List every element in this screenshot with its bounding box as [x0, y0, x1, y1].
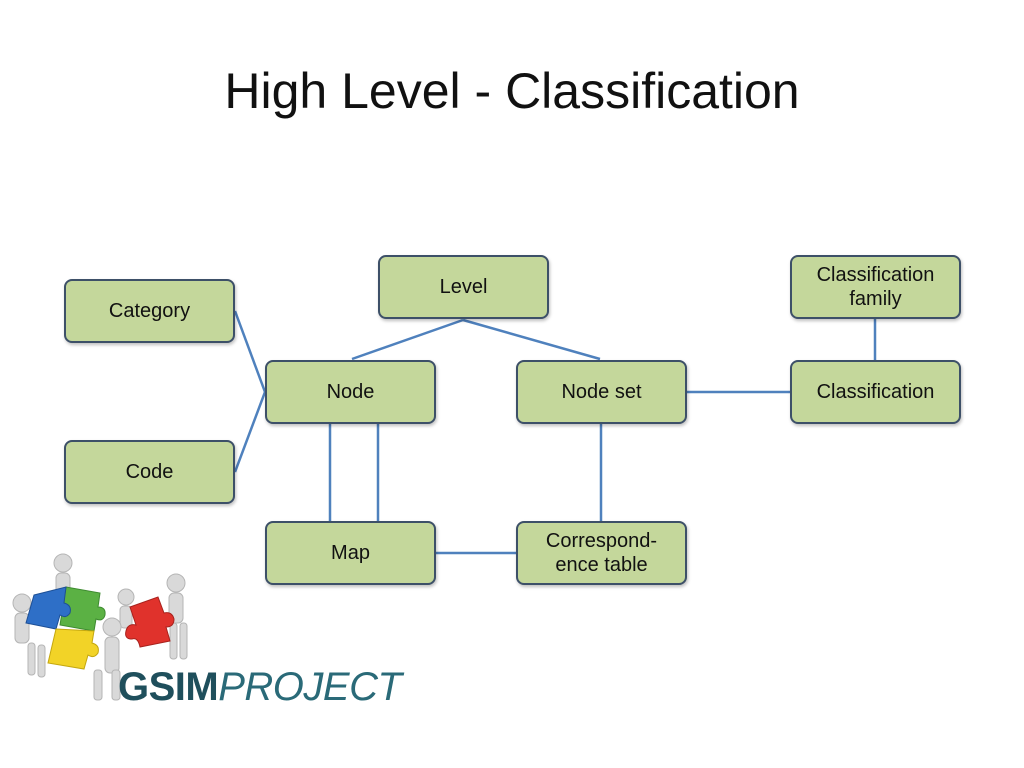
edge-code-node: [233, 391, 267, 473]
node-category: Category: [64, 279, 235, 343]
slide-title: High Level - Classification: [224, 63, 800, 119]
node-code: Code: [64, 440, 235, 504]
gsim-project-logo: GSIMPROJECT: [8, 545, 408, 720]
node-node-set: Node set: [516, 360, 687, 424]
logo-wordmark: GSIMPROJECT: [118, 665, 402, 710]
edge-level-node: [351, 318, 464, 361]
node-level: Level: [378, 255, 549, 319]
logo-project-text: PROJECT: [218, 665, 402, 709]
node-map: Map: [265, 521, 436, 585]
puzzle-people-icon: [12, 553, 188, 701]
logo-gsim-text: GSIM: [118, 665, 219, 709]
node-classification: Classification: [790, 360, 961, 424]
edge-category-node: [233, 310, 267, 393]
node-correspondence-table: Correspond- ence table: [516, 521, 687, 585]
edge-level-nodeset: [462, 318, 601, 361]
node-node: Node: [265, 360, 436, 424]
node-classification-family: Classification family: [790, 255, 961, 319]
